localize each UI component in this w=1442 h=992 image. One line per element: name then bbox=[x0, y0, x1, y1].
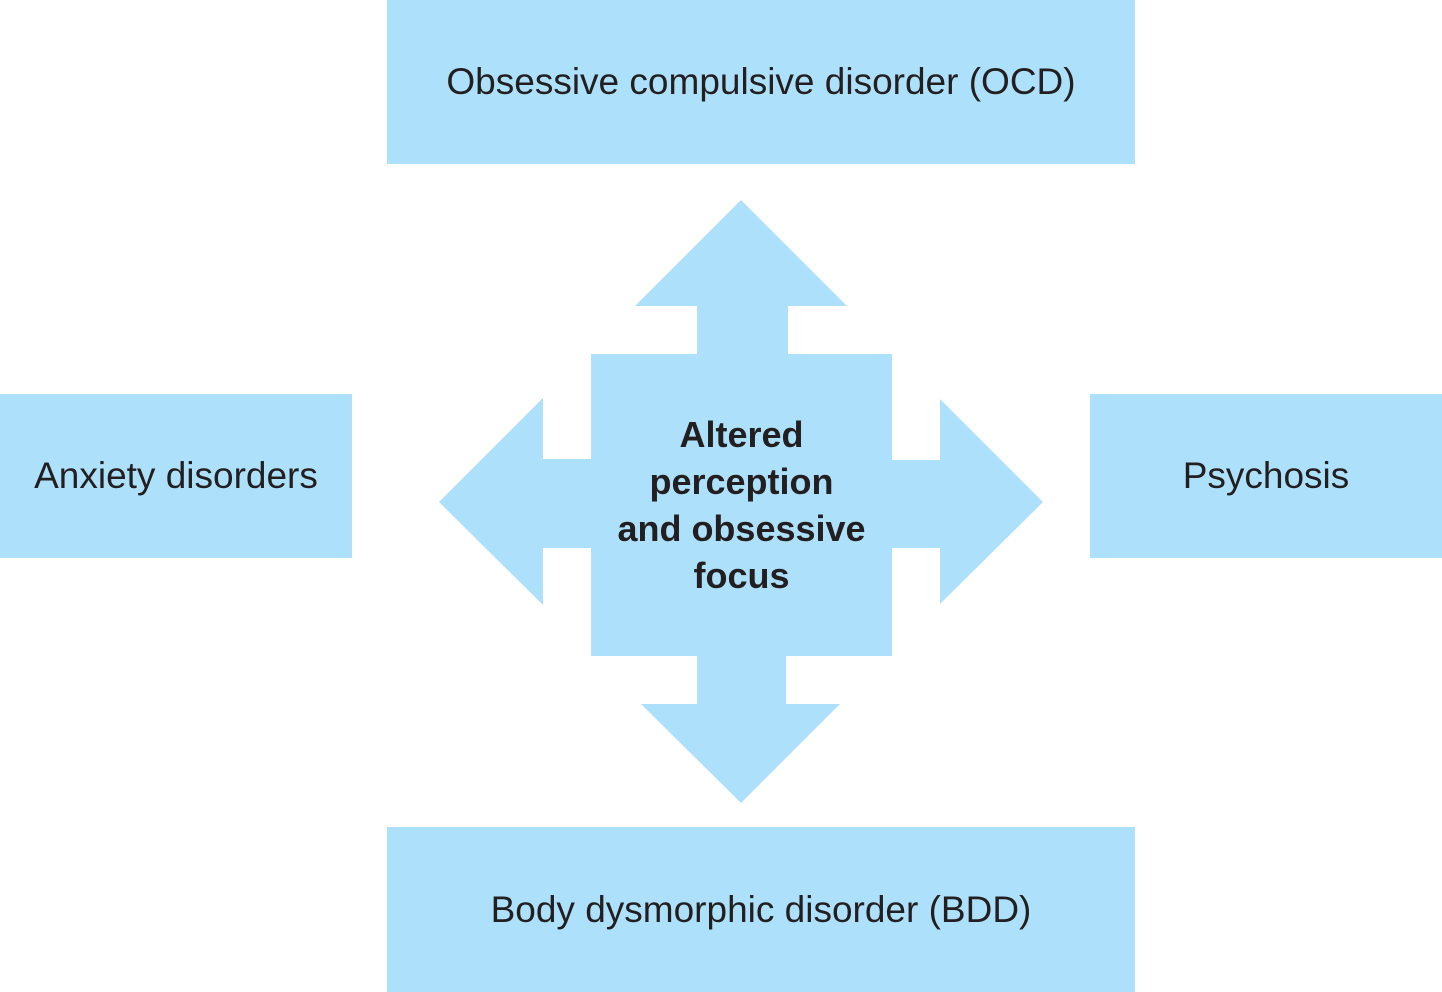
center-line-4: focus bbox=[693, 555, 790, 596]
arrow-right bbox=[892, 399, 1043, 604]
arrow-up bbox=[635, 200, 847, 354]
node-anxiety-disorders-label: Anxiety disorders bbox=[34, 455, 318, 496]
node-ocd: Obsessive compulsive disorder (OCD) bbox=[387, 0, 1135, 164]
node-bdd-label: Body dysmorphic disorder (BDD) bbox=[490, 888, 1032, 930]
center-line-2: perception bbox=[649, 461, 834, 502]
arrow-left bbox=[439, 398, 591, 605]
node-bdd: Body dysmorphic disorder (BDD) bbox=[387, 827, 1135, 992]
node-psychosis-label: Psychosis bbox=[1182, 455, 1350, 496]
node-ocd-label: Obsessive compulsive disorder (OCD) bbox=[446, 61, 1076, 102]
center-concept: Altered perception and obsessive focus bbox=[591, 354, 892, 656]
node-psychosis: Psychosis bbox=[1090, 394, 1442, 558]
arrow-down bbox=[641, 656, 840, 803]
center-line-1: Altered bbox=[679, 414, 804, 455]
node-anxiety-disorders: Anxiety disorders bbox=[0, 394, 352, 558]
center-square bbox=[591, 354, 892, 656]
center-line-3: and obsessive bbox=[617, 508, 866, 549]
